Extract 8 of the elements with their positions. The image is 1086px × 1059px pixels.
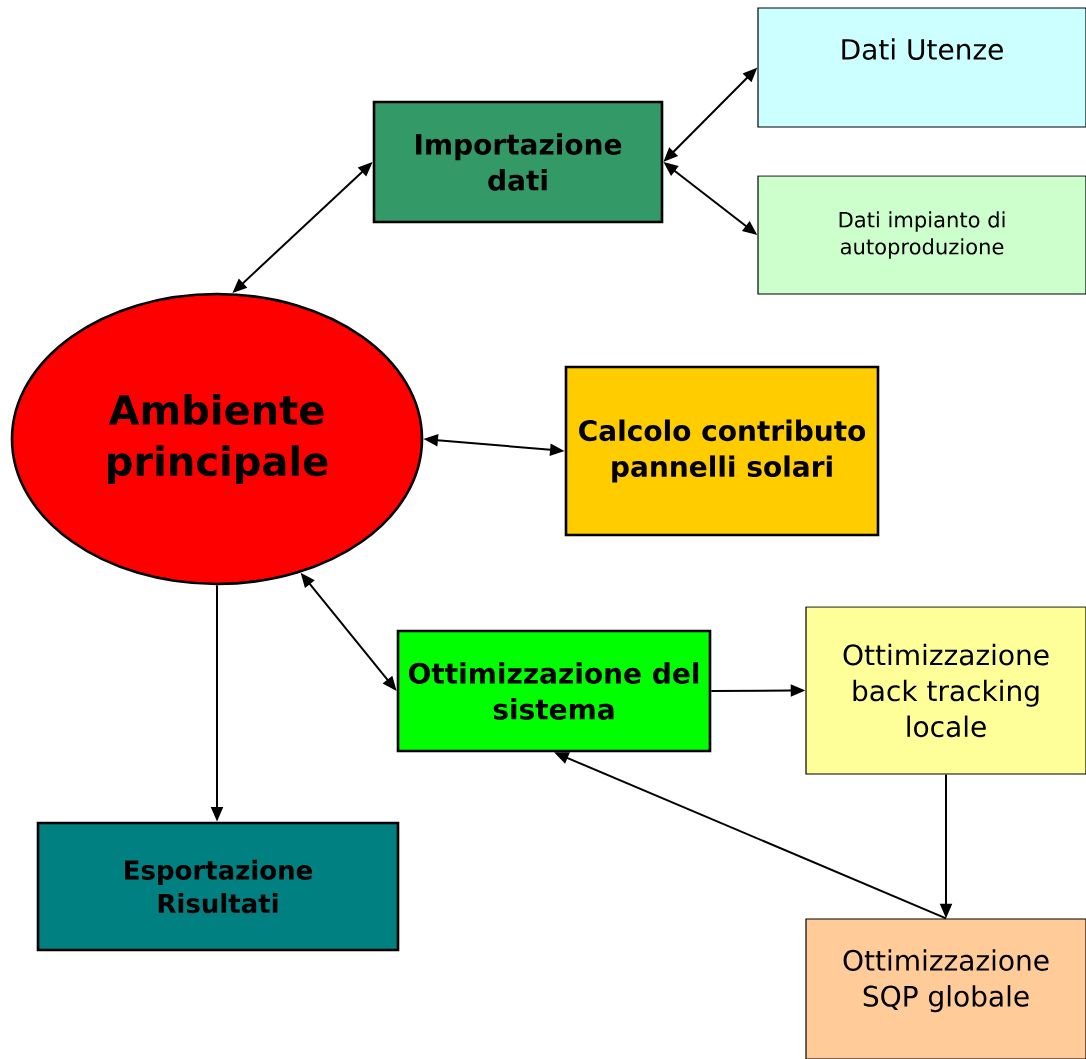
process-box: Ottimizzazione SQP globale <box>805 918 1086 1059</box>
process-box: Ottimizzazione back tracking locale <box>805 606 1086 775</box>
process-box: Calcolo contributo pannelli solari <box>564 365 880 537</box>
process-box: Importazione dati <box>372 100 664 224</box>
process-box: Ottimizzazione del sistema <box>396 629 712 753</box>
process-box: Dati Utenze <box>757 7 1086 128</box>
process-box: Dati impianto di autoproduzione <box>757 175 1086 295</box>
process-box: Esportazione Risultati <box>36 821 400 952</box>
